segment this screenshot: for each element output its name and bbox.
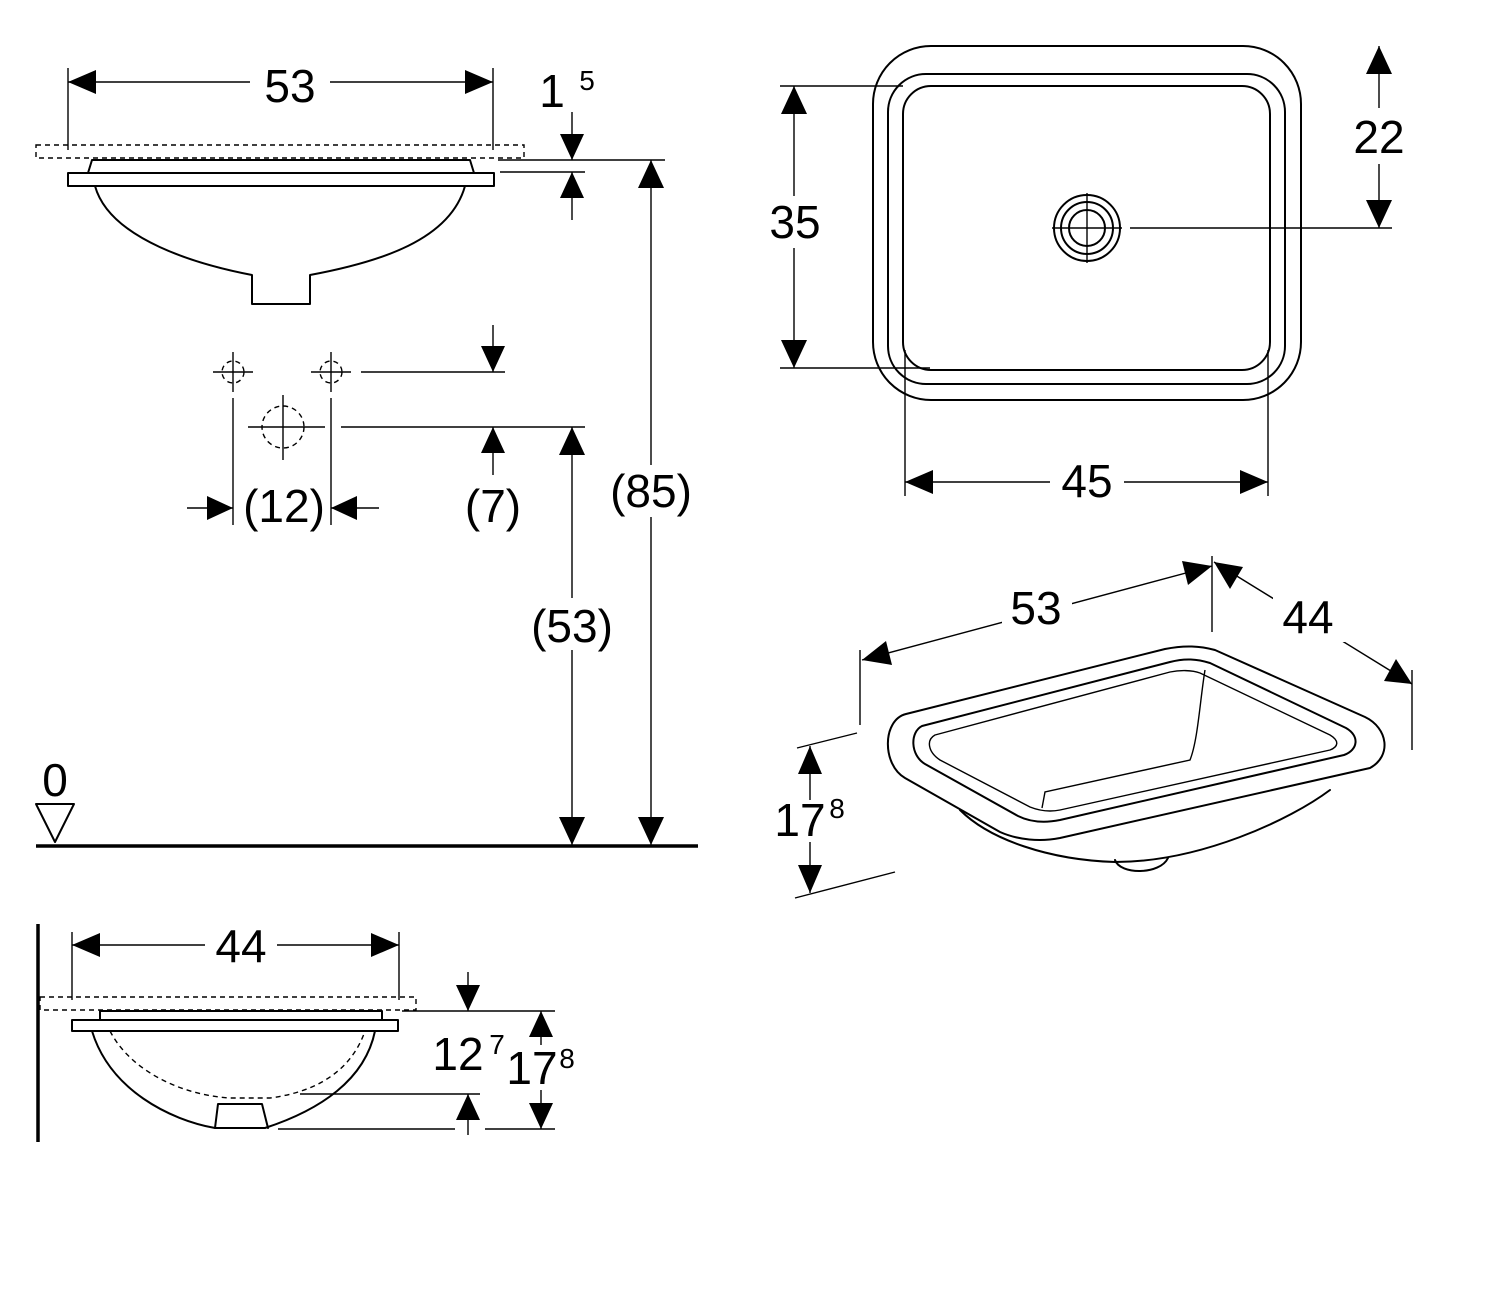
arrow-right-icon [371,933,399,957]
dim-inner-height-sup: 7 [489,1029,505,1060]
basin-rim [71,1019,399,1032]
basin-bowl-shadow [1041,669,1206,809]
arrow-down-icon [456,985,480,1011]
basin-top-lip [87,159,475,174]
dim-waste-offset-label: 22 [1353,111,1404,163]
arrow-down-icon [781,340,807,368]
front-view: 53 1 5 (12) [35,60,698,848]
dim-height-sup: 8 [559,1043,575,1074]
drain-outlet-icon [214,1103,269,1129]
arrow-down-icon [529,1103,553,1129]
arrow-left-icon [331,496,357,520]
drain-outlet-icon [1114,857,1169,872]
dim-rim-label: 1 [539,65,565,117]
countertop-outline [35,144,525,159]
arrow-down-icon [560,134,584,160]
dim-depth-label: 44 [215,920,266,972]
basin-inner-outline [928,669,1338,812]
arrow-left-icon [862,641,892,665]
arrow-down-icon [798,865,822,893]
basin-rim-outline [887,73,1286,385]
side-view: 44 12 7 17 8 [36,920,575,1142]
tap-hole-right-icon [311,352,351,392]
arrow-right-icon [1240,470,1268,494]
arrow-left-icon [1214,562,1243,589]
basin-bowl [91,1030,376,1129]
dim-rim-sup: 5 [579,65,595,96]
dim-width-label: 53 [1010,582,1061,634]
basin-outer-outline [872,45,1302,401]
arrow-up-icon [456,1094,480,1120]
arrow-up-icon [529,1011,553,1037]
drain-icon [1052,193,1122,263]
arrow-up-icon [559,427,585,455]
basin-bowl [94,185,466,305]
dim-inner-height-label: 12 [432,1028,483,1080]
arrow-up-icon [638,160,664,188]
tap-hole-center-icon [248,395,325,460]
level-marker-icon [35,803,75,843]
arrow-right-icon [1384,659,1412,684]
dim-depth-label: 35 [769,196,820,248]
arrow-down-icon [481,346,505,372]
basin-rim [67,172,495,187]
arrow-down-icon [1366,200,1392,228]
tap-hole-left-icon [213,352,253,392]
dim-counter-height-label: (53) [531,600,613,652]
basin-rim-outline [912,658,1357,823]
dim-height-sup: 8 [829,793,845,824]
iso-view: 53 44 17 8 [774,556,1413,899]
arrow-up-icon [781,86,807,114]
arrow-right-icon [1182,561,1212,585]
dim-depth-label: 44 [1282,591,1333,643]
arrow-up-icon [1366,46,1392,74]
dim-width-label: 45 [1061,455,1112,507]
arrow-left-icon [72,933,100,957]
arrow-right-icon [207,496,233,520]
dim-total-height-label: (85) [610,465,692,517]
dim-height-label: 17 [506,1042,557,1094]
basin-bowl-inner [109,1030,366,1099]
dim-width-label: 53 [264,60,315,112]
arrow-up-icon [481,427,505,453]
dim-tap-spacing-label: (12) [243,480,325,532]
arrow-down-icon [559,817,585,845]
arrow-up-icon [560,172,584,198]
basin-top-lip [99,1010,383,1021]
arrow-up-icon [798,746,822,774]
countertop-outline [39,996,417,1011]
dim-height-label: 17 [774,794,825,846]
arrow-right-icon [465,70,493,94]
top-view: 35 22 45 [760,45,1416,507]
basin-outer-outline [886,645,1386,841]
arrow-left-icon [68,70,96,94]
floor-level-label: 0 [42,754,68,806]
arrow-down-icon [638,817,664,845]
arrow-left-icon [905,470,933,494]
dim-tap-offset-label: (7) [465,480,521,532]
